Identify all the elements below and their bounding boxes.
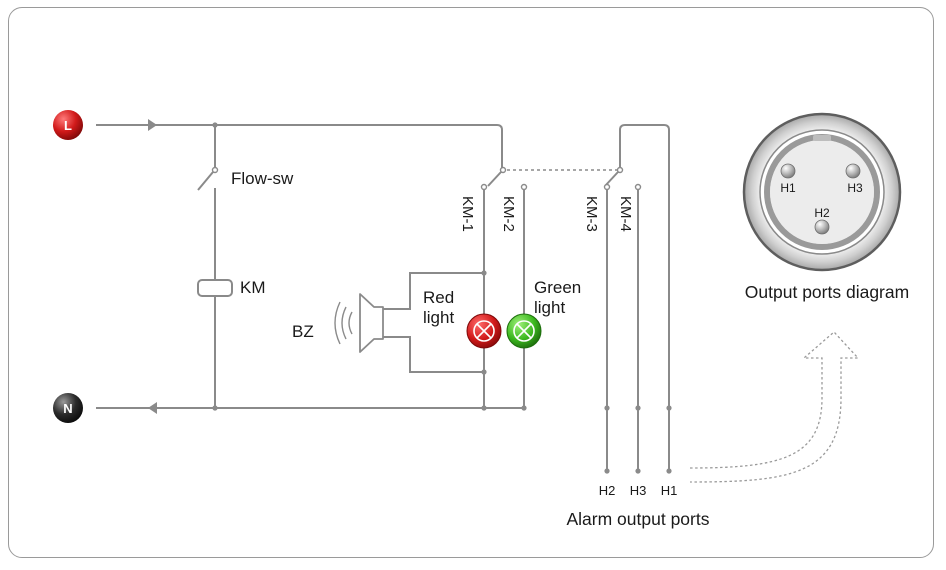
junction-dot <box>481 405 487 411</box>
red-light-label-line1: Red <box>423 288 454 307</box>
km-common-contact-2 <box>616 166 624 174</box>
green-light-icon <box>506 313 542 349</box>
buzzer-icon <box>359 293 384 353</box>
km-1-blade <box>487 171 502 187</box>
flow-switch-label: Flow-sw <box>231 169 294 188</box>
connector-pin-label-h1: H1 <box>780 181 796 195</box>
live-bus-wire <box>96 124 503 168</box>
alarm-port-label-h3: H3 <box>630 483 647 498</box>
alarm-port-label-h2: H2 <box>599 483 616 498</box>
contact-label-km-3: KM-3 <box>583 196 600 232</box>
km-common-contact <box>499 166 507 174</box>
red-light-label-line2: light <box>423 308 454 327</box>
junction-dot <box>604 405 610 411</box>
neutral-bus-arrow <box>148 402 157 414</box>
buzzer-wire-top <box>383 272 484 310</box>
connector-pin-label-h2: H2 <box>814 206 830 220</box>
alarm-common-wire <box>619 124 670 470</box>
buzzer-label: BZ <box>292 322 314 341</box>
port-dot-h1 <box>666 468 672 474</box>
junction-dot <box>635 405 641 411</box>
alarm-port-label-h1: H1 <box>661 483 678 498</box>
connector-caption: Output ports diagram <box>745 282 909 302</box>
sound-waves-icon <box>334 301 353 345</box>
contact-label-km-4: KM-4 <box>617 196 634 232</box>
alarm-ports-caption: Alarm output ports <box>567 509 710 529</box>
relay-coil <box>197 279 233 297</box>
live-terminal: L <box>53 110 83 140</box>
flow-switch-blade <box>197 171 214 191</box>
diagram-frame <box>8 7 934 558</box>
connector-pin-h1 <box>780 163 796 179</box>
contact-label-km-2: KM-2 <box>500 196 517 232</box>
port-dot-h2 <box>604 468 610 474</box>
connector-pin-h3 <box>845 163 861 179</box>
flow-switch-contact <box>211 166 219 174</box>
buzzer-wire-bottom <box>383 336 484 373</box>
contact-label-km-1: KM-1 <box>459 196 476 232</box>
junction-dot <box>666 405 672 411</box>
connector-pin-h2 <box>814 219 830 235</box>
junction-dot <box>521 405 527 411</box>
km-1-contact <box>480 183 488 191</box>
live-bus-arrow <box>148 119 157 131</box>
km-3-blade <box>604 171 619 187</box>
curved-arrow-icon <box>689 331 860 483</box>
km-4-contact <box>634 183 642 191</box>
red-light-icon <box>466 313 502 349</box>
neutral-terminal: N <box>53 393 83 423</box>
km-2-contact <box>520 183 528 191</box>
port-dot-h3 <box>635 468 641 474</box>
green-light-label-line1: Green <box>534 278 581 297</box>
output-connector-icon <box>742 112 902 272</box>
neutral-terminal-label: N <box>63 401 72 416</box>
relay-coil-label: KM <box>240 278 266 297</box>
connector-pin-label-h3: H3 <box>847 181 863 195</box>
km-3-contact <box>603 183 611 191</box>
green-light-label-line2: light <box>534 298 565 317</box>
live-terminal-label: L <box>64 118 72 133</box>
